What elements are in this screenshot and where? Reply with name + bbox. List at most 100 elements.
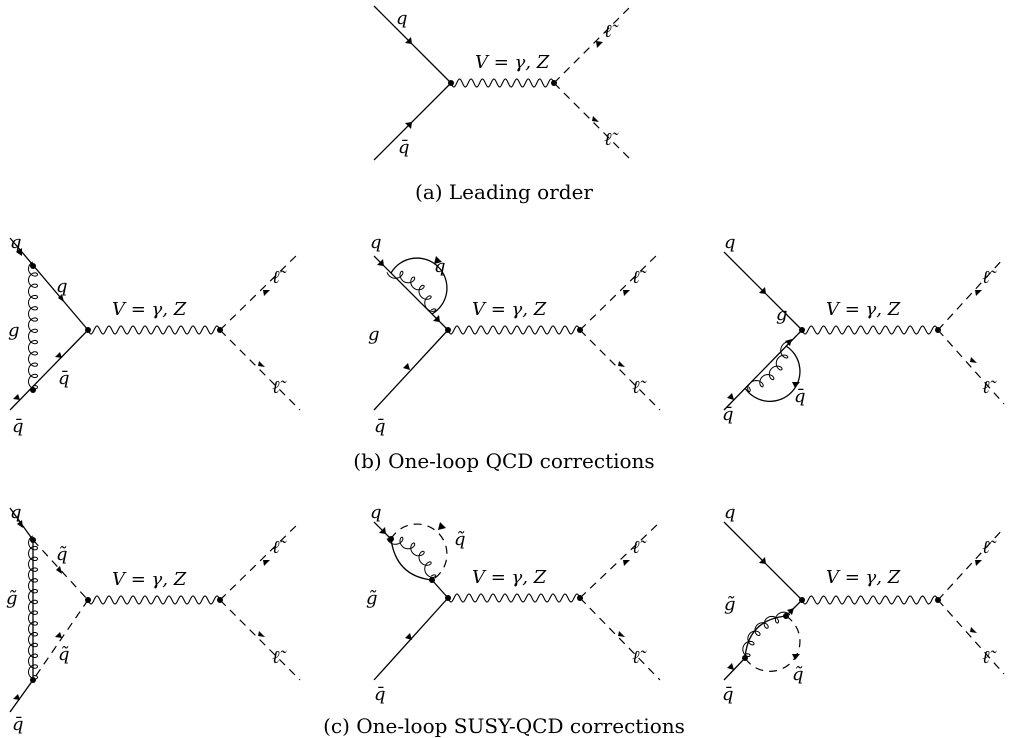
antisquark-arrow xyxy=(55,632,62,638)
label-boson: V = γ, Z xyxy=(826,567,901,588)
vertex-dot xyxy=(85,327,91,333)
vector-boson-line xyxy=(447,593,581,603)
vertex-dot xyxy=(799,327,805,333)
label-qbar: q̄ xyxy=(12,416,24,437)
vertex-dot xyxy=(577,595,583,601)
vector-boson-line xyxy=(87,595,221,605)
gluino-gluon-line xyxy=(742,611,791,657)
antiquark-arrow xyxy=(403,363,410,370)
slepton-line xyxy=(579,251,661,331)
label-boson: V = γ, Z xyxy=(112,569,187,590)
antiquark-arrow xyxy=(727,663,734,670)
slepton-arrow xyxy=(263,290,270,296)
squark-loop-arc xyxy=(744,615,801,672)
antislepton-line xyxy=(219,329,301,411)
label-qbar: q̄ xyxy=(374,416,386,437)
antislepton-arrow xyxy=(592,116,599,122)
vertex-dot xyxy=(742,655,748,661)
caption-b: (b) One-loop QCD corrections xyxy=(353,449,654,473)
vertex-dot xyxy=(445,595,451,601)
label-slepton-bar: ℓ̃ xyxy=(632,647,647,668)
antisquark-line xyxy=(32,599,89,681)
label-boson: V = γ, Z xyxy=(472,299,547,320)
antiquark-arrow xyxy=(55,352,62,358)
quark-arrow xyxy=(759,287,766,294)
vector-boson-line xyxy=(447,325,581,335)
antiquark-line xyxy=(723,657,746,681)
label-squark: q̃ xyxy=(56,544,68,565)
squark-arrow xyxy=(56,566,62,574)
caption-a: (a) Leading order xyxy=(415,180,593,204)
vertex-dot xyxy=(217,327,223,333)
gluon-line xyxy=(27,261,39,390)
label-qbar: q̄ xyxy=(398,137,410,158)
label-q: q xyxy=(370,502,382,523)
vertex-dot xyxy=(935,327,941,333)
quark-line xyxy=(373,255,449,331)
caption-c: (c) One-loop SUSY-QCD corrections xyxy=(323,714,685,738)
antislepton-line xyxy=(937,599,1005,675)
antiquark-arrow xyxy=(405,122,412,129)
label-slepton: ℓ̃ xyxy=(982,267,997,288)
slepton-arrow xyxy=(596,41,603,48)
quark-loop-arc xyxy=(390,257,448,315)
vertex-dot xyxy=(429,577,435,583)
antiquark-line xyxy=(9,329,89,411)
vertex-dot xyxy=(388,536,394,542)
slepton-line xyxy=(219,251,301,331)
gluon-line xyxy=(386,270,437,312)
slepton-arrow xyxy=(623,290,630,296)
vertex-dot xyxy=(85,597,91,603)
antiquark-arrow xyxy=(405,633,412,640)
label-gluino: g̃ xyxy=(6,588,18,609)
label-qbar: q̄ xyxy=(722,684,734,705)
quark-arrow xyxy=(405,37,412,44)
label-boson: V = γ, Z xyxy=(112,299,187,320)
label-qbar: q̄ xyxy=(374,684,386,705)
label-boson: V = γ, Z xyxy=(826,299,901,320)
antislepton-line xyxy=(579,329,661,411)
loop-arrow xyxy=(434,256,442,264)
antiquark-arrow xyxy=(13,394,20,400)
label-q: q xyxy=(56,276,68,297)
quark-arrow xyxy=(379,527,386,534)
vector-boson-line xyxy=(450,78,555,88)
slepton-arrow xyxy=(623,560,630,566)
label-slepton: ℓ̃ xyxy=(982,537,997,558)
gluino-loop-arc xyxy=(390,538,433,581)
antislepton-arrow xyxy=(618,631,625,637)
vertex-dot xyxy=(30,677,36,683)
vertex-dot xyxy=(783,613,789,619)
slepton-arrow xyxy=(975,560,982,566)
label-qbar: q̄ xyxy=(58,368,70,389)
diagram-qcd-antiquark-self-energy: q g q̄ q̄ V = γ, Z ℓ̃ ℓ̃ xyxy=(722,232,1005,425)
label-g: g xyxy=(776,304,788,325)
label-slepton: ℓ̃ xyxy=(272,537,287,558)
antislepton-arrow xyxy=(258,361,265,367)
diagram-qcd-quark-self-energy: q q g q̄ V = γ, Z ℓ̃ ℓ̃ xyxy=(368,232,661,437)
slepton-arrow xyxy=(263,560,270,566)
label-squark: q̃ xyxy=(454,529,466,550)
slepton-line xyxy=(937,257,1005,331)
label-squark: q̃ xyxy=(792,664,804,685)
gluino-loop-arc xyxy=(744,615,787,659)
antiquark-line xyxy=(373,329,449,411)
quark-line xyxy=(431,579,449,599)
antiquark-line xyxy=(9,679,34,713)
quark-arrow xyxy=(433,315,440,322)
vertex-dot xyxy=(445,327,451,333)
gluon-line xyxy=(747,341,789,393)
label-slepton: ℓ̃ xyxy=(632,537,647,558)
vertex-dot xyxy=(448,80,454,86)
vertex-dot xyxy=(577,327,583,333)
label-squark-bar: q̃ xyxy=(58,644,70,665)
vertex-dot xyxy=(217,597,223,603)
label-qbar: q̄ xyxy=(794,386,806,407)
label-g: g xyxy=(8,320,20,341)
slepton-arrow xyxy=(975,290,982,296)
label-q: q xyxy=(434,256,446,277)
label-gluino: g̃ xyxy=(724,594,736,615)
label-boson: V = γ, Z xyxy=(475,52,550,73)
squark-arrow xyxy=(438,522,446,530)
quark-arrow xyxy=(759,557,766,564)
